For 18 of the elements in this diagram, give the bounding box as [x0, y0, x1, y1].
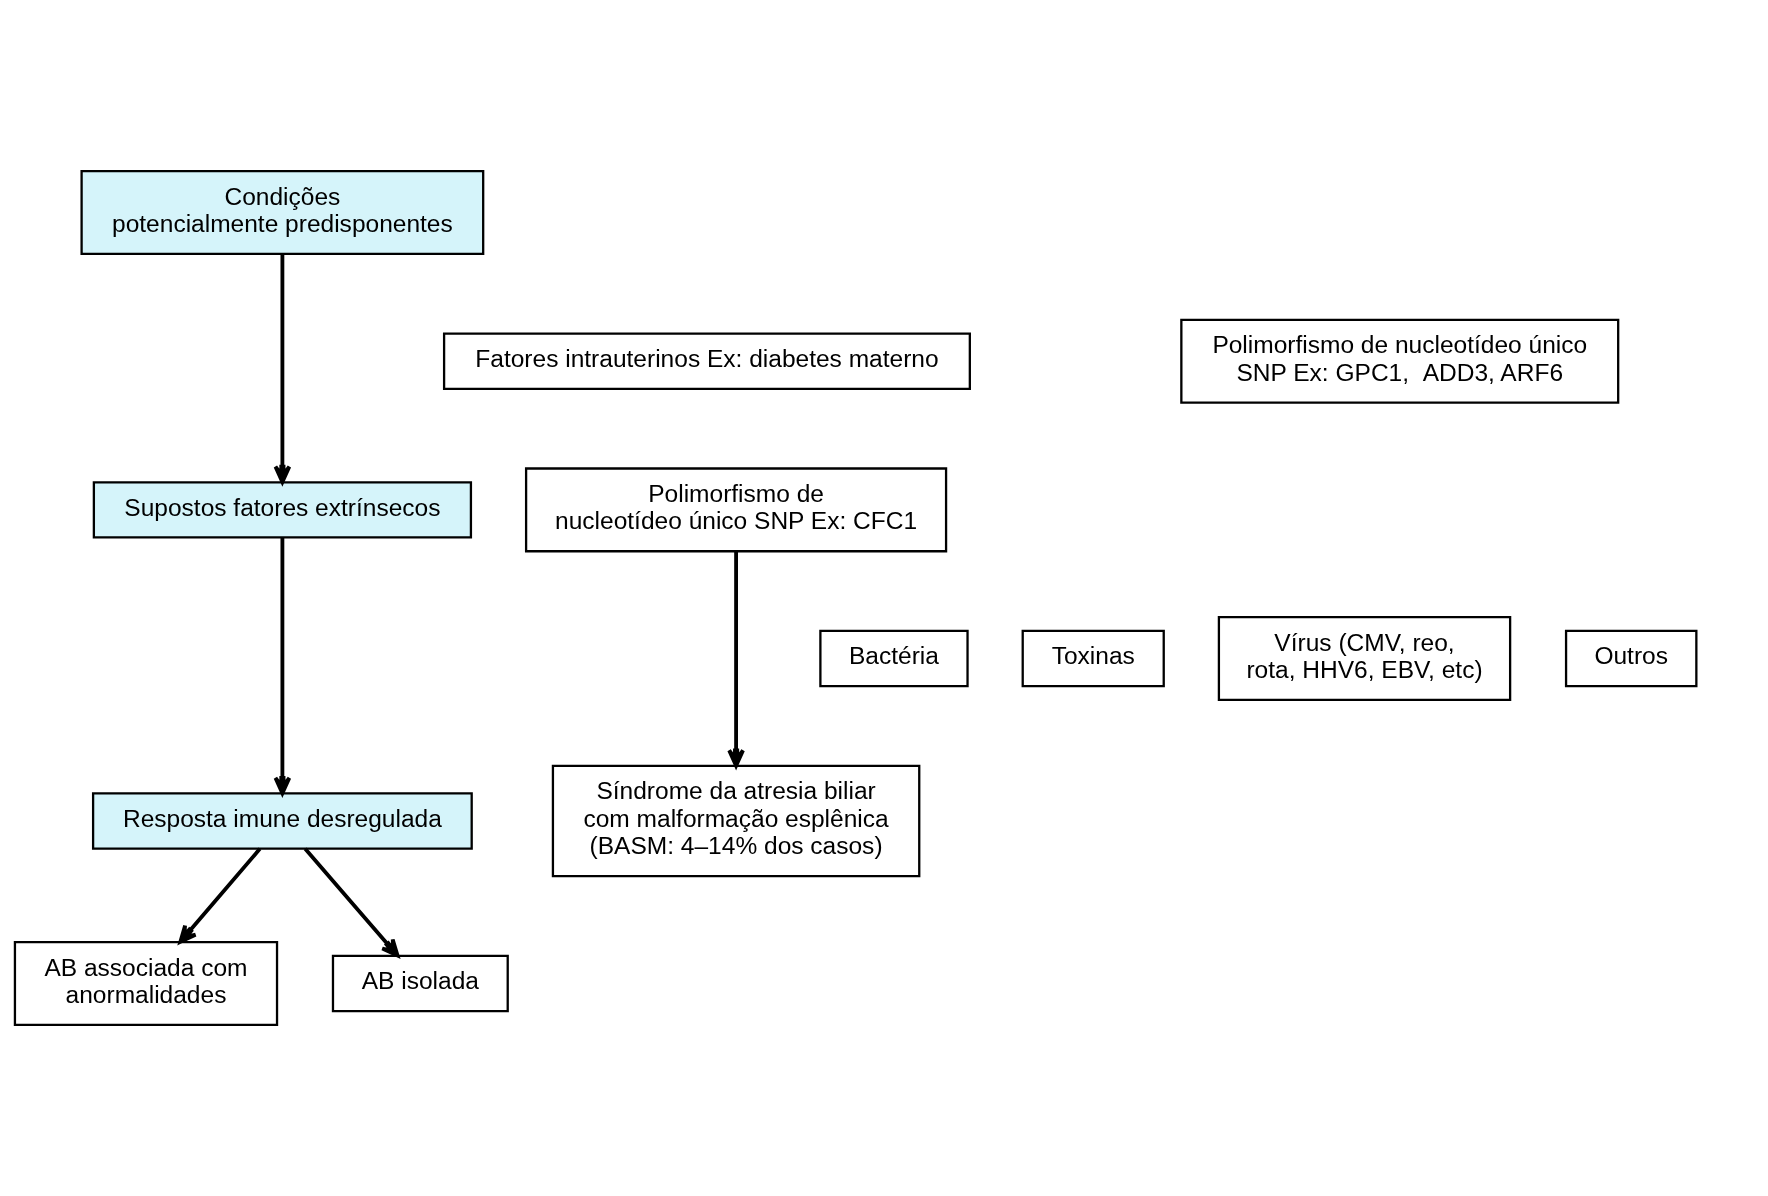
node-box: Fatores intrauterinos Ex: diabetes materno: [442, 332, 971, 390]
node-box: Outros: [1564, 629, 1698, 688]
arrow: [273, 537, 292, 796]
arrow: [273, 254, 292, 484]
node-box: Síndrome da atresia biliar com malformação esplênica (BASM: 4–14% dos casos): [551, 764, 921, 878]
node-box: Bactéria: [819, 629, 969, 688]
arrow: [727, 551, 745, 768]
node-box: AB associada com anormalidades: [13, 940, 279, 1026]
node-box: AB isolada: [331, 954, 509, 1013]
node-box: Vírus (CMV, reo, rota, HHV6, EBV, etc): [1217, 616, 1512, 702]
node-box: Toxinas: [1021, 629, 1165, 688]
node-box: Supostos fatores extrínsecos: [92, 481, 473, 539]
node-box: Polimorfismo de nucleotídeo único SNP Ex: GPC1, ADD3, ARF6: [1180, 318, 1620, 404]
node-box: Polimorfismo de nucleotídeo único SNP Ex: CFC1: [524, 467, 948, 553]
arrow: [303, 847, 400, 958]
arrow: [178, 847, 262, 944]
node-box: Condições potencialmente predisponentes: [80, 170, 485, 256]
node-box: Resposta imune desregulada: [91, 792, 473, 850]
